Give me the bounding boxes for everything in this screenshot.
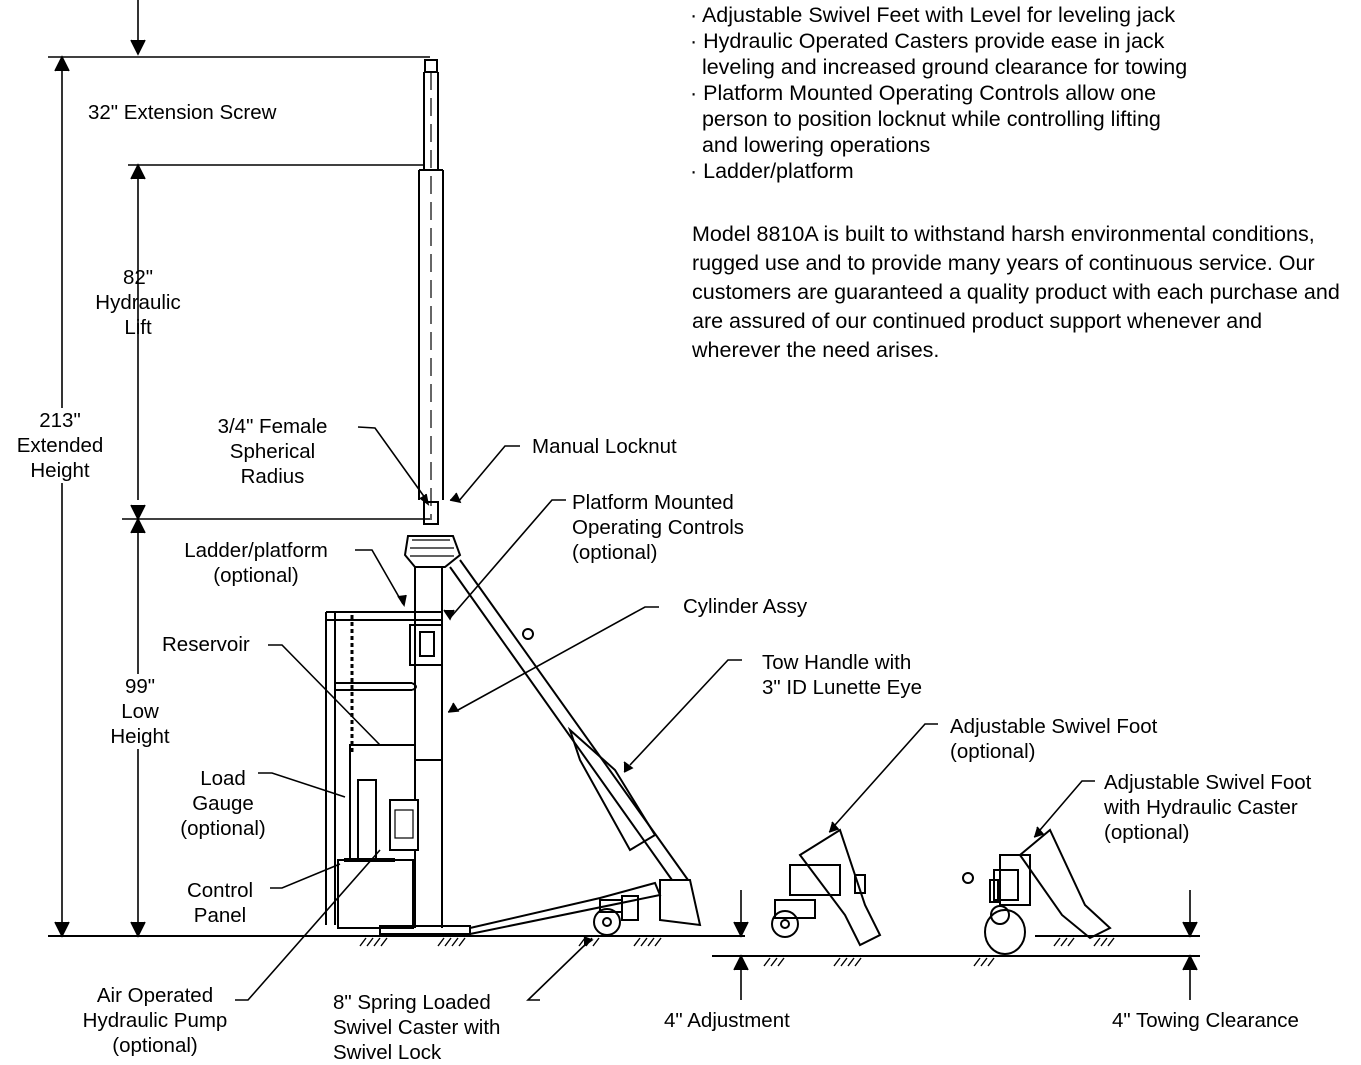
feature-item: · Adjustable Swivel Feet with Level for … bbox=[690, 3, 1176, 27]
description-paragraph: Model 8810A is built to withstand harsh … bbox=[692, 222, 1340, 362]
feature-item: · Hydraulic Operated Casters provide eas… bbox=[690, 29, 1165, 53]
towing-clearance-label: 4" Towing Clearance bbox=[1112, 1009, 1299, 1032]
feature-list: · Adjustable Swivel Feet with Level for … bbox=[690, 2, 1187, 184]
spring-caster-drawing bbox=[593, 895, 639, 936]
ladder-drawing bbox=[325, 611, 443, 925]
extension-screw bbox=[418, 59, 444, 520]
feature-item: · Ladder/platform bbox=[690, 159, 854, 183]
manual-locknut-label: Manual Locknut bbox=[532, 435, 677, 458]
extension-screw-label: 32" Extension Screw bbox=[88, 101, 277, 124]
feature-item: · Platform Mounted Operating Controls al… bbox=[690, 81, 1157, 105]
reservoir-drawing bbox=[337, 744, 419, 929]
ladder-platform-label: Ladder/platform(optional) bbox=[184, 539, 328, 587]
cylinder-assy-drawing bbox=[379, 501, 471, 935]
swivel-foot-label: Adjustable Swivel Foot(optional) bbox=[950, 715, 1158, 763]
cylinder-assy-label: Cylinder Assy bbox=[683, 595, 808, 618]
feature-item: leveling and increased ground clearance … bbox=[690, 55, 1188, 79]
feature-item: and lowering operations bbox=[690, 133, 931, 157]
swivel-foot-caster-drawing bbox=[962, 828, 1112, 955]
swivel-foot-drawing bbox=[771, 828, 882, 947]
feature-item: person to position locknut while control… bbox=[690, 107, 1161, 131]
adjustment-label: 4" Adjustment bbox=[664, 1009, 790, 1032]
tow-handle-drawing bbox=[449, 559, 702, 936]
dimension-lines bbox=[48, 0, 1198, 1000]
reservoir-label: Reservoir bbox=[162, 633, 250, 656]
ground-line bbox=[48, 935, 1200, 967]
leader-lines bbox=[235, 426, 1095, 1001]
